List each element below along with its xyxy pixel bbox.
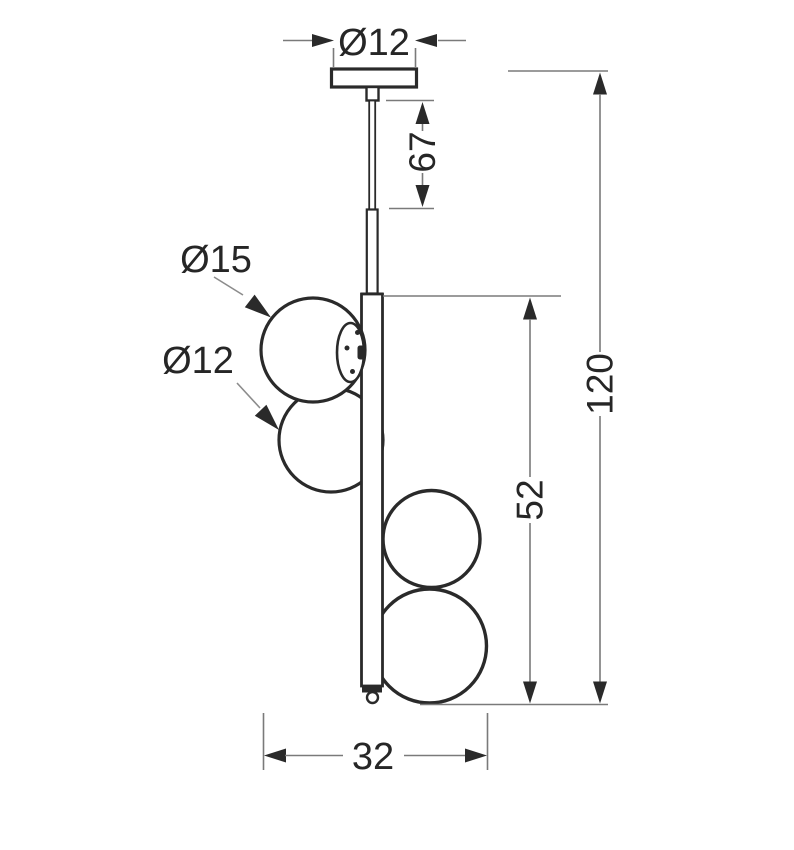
dim-wire-length: 67 xyxy=(386,99,443,210)
arrow-left-icon xyxy=(415,34,437,47)
leader-line xyxy=(213,276,244,296)
arrow-right-icon xyxy=(312,34,334,47)
dimensions: Ø12 67 Ø15 Ø12 xyxy=(162,22,620,778)
dim-wire-length-text: 67 xyxy=(402,131,443,172)
arrow-up-icon xyxy=(415,102,430,124)
label-left-ball-text: Ø12 xyxy=(162,340,234,382)
label-left-ball-diameter: Ø12 xyxy=(162,340,279,430)
dim-total-height: 120 xyxy=(508,70,621,704)
dim-balls-section-height: 52 xyxy=(383,295,561,704)
fixture xyxy=(259,67,489,705)
screw-hole-top xyxy=(355,330,360,335)
glass-ball-bottom xyxy=(370,587,489,705)
dim-balls-section-height-text: 52 xyxy=(510,479,551,520)
screw-hole-bottom xyxy=(350,369,355,374)
glass-ball-mid-right xyxy=(381,488,482,590)
canopy-collar xyxy=(365,85,380,102)
screw-hole-middle xyxy=(344,345,350,351)
rod-finial-ball xyxy=(365,690,380,705)
arrow-down-icon xyxy=(523,681,537,704)
arrow-left-icon xyxy=(264,748,286,763)
arrow-up-icon xyxy=(523,297,537,320)
ceiling-canopy xyxy=(329,67,419,89)
suspension-tube xyxy=(365,208,379,295)
label-top-ball-text: Ø15 xyxy=(180,239,252,281)
rod-bottom-cap xyxy=(362,685,382,693)
label-top-ball-diameter: Ø15 xyxy=(180,239,271,318)
leader-arrow-icon xyxy=(254,404,279,430)
dim-fixture-width-text: 32 xyxy=(352,736,394,778)
dim-fixture-width: 32 xyxy=(262,713,489,778)
suspension-wire xyxy=(368,99,377,211)
arrow-down-icon xyxy=(593,681,607,704)
dim-total-height-text: 120 xyxy=(580,353,621,415)
arrow-right-icon xyxy=(465,748,487,763)
arrow-up-icon xyxy=(593,72,607,95)
arrow-down-icon xyxy=(415,185,430,207)
dim-canopy-diameter-text: Ø12 xyxy=(338,22,410,64)
dim-canopy-diameter: Ø12 xyxy=(283,22,466,67)
leader-line xyxy=(236,382,261,409)
leader-arrow-icon xyxy=(244,294,271,318)
plate-knob xyxy=(357,345,366,360)
